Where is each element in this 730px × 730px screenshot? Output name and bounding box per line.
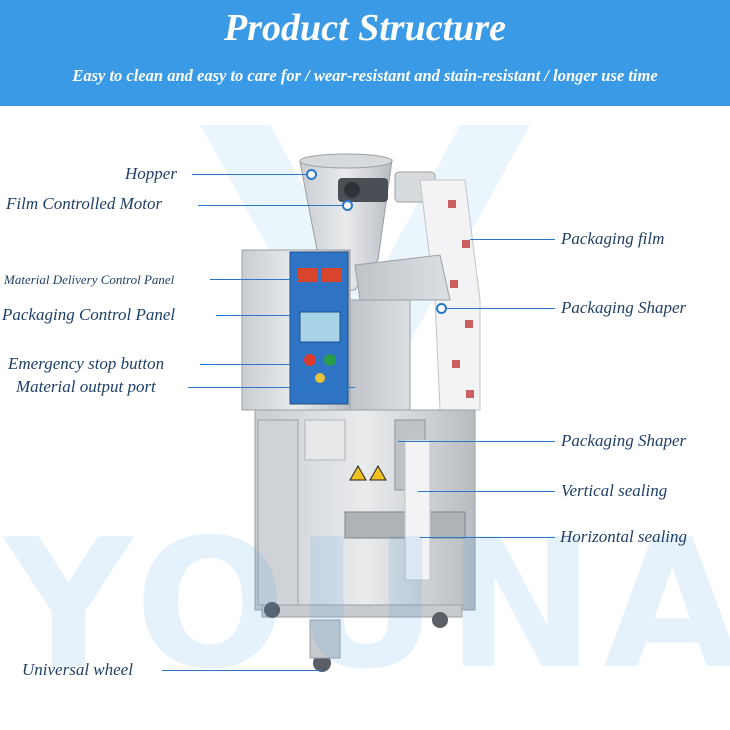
label-material-output: Material output port — [16, 377, 156, 396]
leader-line-universal-wheel — [162, 670, 322, 671]
leader-line-film-motor — [198, 205, 346, 206]
leader-line-packaging-shaper-top — [440, 308, 555, 309]
marker-packaging-shaper-top — [436, 303, 447, 314]
packaging-machine-illustration — [241, 153, 481, 672]
marker-film-motor — [342, 200, 353, 211]
label-packaging-shaper-top: Packaging Shaper — [561, 298, 687, 317]
page-title: Product Structure — [224, 7, 506, 49]
leader-line-material-output — [188, 387, 355, 388]
label-packaging-panel: Packaging Control Panel — [2, 305, 176, 324]
label-hopper: Hopper — [125, 164, 177, 183]
label-universal-wheel: Universal wheel — [22, 660, 133, 679]
leader-line-packaging-panel — [216, 315, 300, 316]
header-banner — [0, 0, 730, 106]
leader-line-packaging-film — [470, 239, 555, 240]
label-film-motor: Film Controlled Motor — [6, 194, 163, 213]
marker-hopper — [306, 169, 317, 180]
label-packaging-shaper-mid: Packaging Shaper — [561, 431, 687, 450]
label-horizontal-sealing: Horizontal sealing — [560, 527, 688, 546]
leader-line-hopper — [192, 174, 310, 175]
page-subtitle: Easy to clean and easy to care for / wea… — [72, 66, 658, 85]
leader-line-vertical-sealing — [418, 491, 555, 492]
leader-line-emergency-stop — [200, 364, 305, 365]
label-vertical-sealing: Vertical sealing — [561, 481, 668, 500]
leader-line-horizontal-sealing — [420, 537, 555, 538]
label-packaging-film: Packaging film — [561, 229, 665, 248]
leader-line-packaging-shaper-mid — [398, 441, 555, 442]
label-emergency-stop: Emergency stop button — [8, 354, 165, 373]
label-material-panel: Material Delivery Control Panel — [4, 272, 175, 287]
watermark-text: YOUNA — [4, 501, 730, 708]
leader-line-material-panel — [210, 279, 300, 280]
